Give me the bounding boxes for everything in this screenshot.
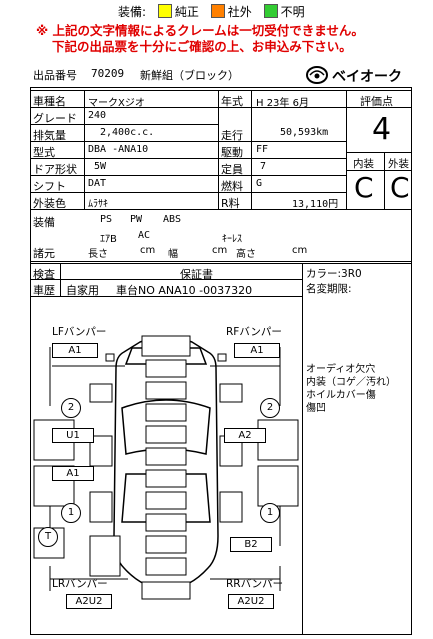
legend-swatch-genuine [157,4,172,18]
rf-bumper-label: RFバンパー [226,326,282,338]
spec-price-label: R料 [221,197,240,210]
interior-score: C [354,171,374,204]
equip-ps: PS [100,214,113,225]
history-label: 車歴 [33,284,55,297]
wheel-rf-rank: 2 [260,398,280,418]
dims-height-label: 高さ [236,249,256,260]
spec-drive: FF [256,144,269,155]
spec-displacement: 2,400c.c. [100,127,155,138]
legend-genuine: 純正 [174,5,199,19]
legend-swatch-unknown [263,4,278,18]
dims-width-label: 幅 [168,249,178,260]
spec-drive-label: 駆動 [221,146,243,159]
lot-type: 新鮮組（ブロック） [140,69,239,82]
exterior-label: 外装 [388,158,409,170]
dims-height-unit: cm [292,245,308,256]
logo-mark-icon [306,66,328,84]
spec-doors: 5W [94,161,107,172]
legend-label: 装備: [118,5,147,19]
spec-color-label: 外装色 [33,197,66,210]
bayauc-logo [305,63,425,90]
spec-price: 13,110円 [292,199,339,210]
lf-bumper-label: LFバンパー [52,326,107,338]
rf-bumper-code: A1 [234,343,280,358]
car-diagram [33,335,299,600]
spec-year-label: 年式 [221,95,243,108]
spec-year: H 23年 6月 [256,98,309,109]
left-door-front-code: U1 [52,428,94,443]
equip-pw: PW [130,214,143,225]
spec-name: マークXジオ [88,98,145,109]
wheel-lr-rank: 1 [61,503,81,523]
spec-name-label: 車種名 [33,95,66,108]
lr-bumper-label: LRバンパー [52,578,108,590]
left-door-rear-code: A1 [52,466,94,481]
spec-model-label: 型式 [33,146,55,159]
exterior-score: C [390,171,410,204]
spec-displacement-label: 排気量 [33,129,66,142]
spec-mileage-label: 走行 [221,129,243,142]
spec-shift-label: シフト [33,180,66,193]
spec-fuel: G [256,178,263,189]
score-value: 4 [372,112,392,147]
legend-aftermarket: 社外 [227,5,252,19]
lr-bumper-code: A2U2 [66,594,112,609]
legend: 装備: 純正 社外 不明 [118,3,305,20]
dims-length-label: 長さ [88,249,108,260]
spec-model: DBA -ANA10 [88,144,149,155]
equip-airbag: ｴｱB [100,234,117,245]
inspection-label: 検査 [33,268,55,281]
spec-fuel-label: 燃料 [221,180,243,193]
wheel-rr-rank: 1 [260,503,280,523]
spec-mileage: 50,593km [280,127,329,138]
right-door-rear-code: B2 [230,537,272,552]
dims-label: 諸元 [33,247,55,260]
spec-color: ﾑﾗｻｷ [88,199,108,210]
spec-grade-label: グレード [33,112,77,125]
dims-width-unit: cm [212,245,228,256]
logo-text: ベイオーク [332,69,402,85]
color-code: カラー:3R0 [306,268,362,280]
interior-label: 内装 [353,158,374,170]
spec-grade: 240 [88,110,107,121]
rr-bumper-code: A2U2 [228,594,274,609]
legend-swatch-aftermarket [210,4,225,18]
note-wheelcover: ホイルカバー傷 [306,390,376,401]
spec-shift: DAT [88,178,107,189]
spare-tire-mark: T [38,527,58,547]
equip-abs: ABS [163,214,182,225]
warranty-label: 保証書 [180,268,213,281]
note-interior: 内装（コゲ／汚れ） [306,377,396,388]
lf-bumper-code: A1 [52,343,98,358]
equipment-label: 装備 [33,216,55,229]
score-label: 評価点 [360,95,393,108]
equip-ac: AC [138,230,151,241]
note-dent: 傷凹 [306,403,326,414]
spec-capacity-label: 定員 [221,163,243,176]
note-audio: オーディオ欠穴 [306,364,376,375]
spec-capacity: 7 [260,161,267,172]
warning-line1: ※ 上記の文字情報によるクレームは一切受付できません。 [36,23,364,38]
name-change-deadline: 名変期限: [306,283,352,295]
history-value: 自家用 [66,284,99,297]
right-door-front-code: A2 [224,428,266,443]
rr-bumper-label: RRバンパー [226,578,284,590]
wheel-lf-rank: 2 [61,398,81,418]
legend-unknown: 不明 [280,5,305,19]
dims-length-unit: cm [140,245,156,256]
spec-doors-label: ドア形状 [33,163,77,176]
warning-line2: 下記の出品票を十分にご確認の上、お申込み下さい。 [52,39,352,54]
chassis-number: 車台NO ANA10 -0037320 [116,284,253,297]
lot-number: 70209 [91,67,125,80]
equip-keyless: ｷｰﾚｽ [222,234,242,245]
lot-label: 出品番号 [33,69,77,82]
